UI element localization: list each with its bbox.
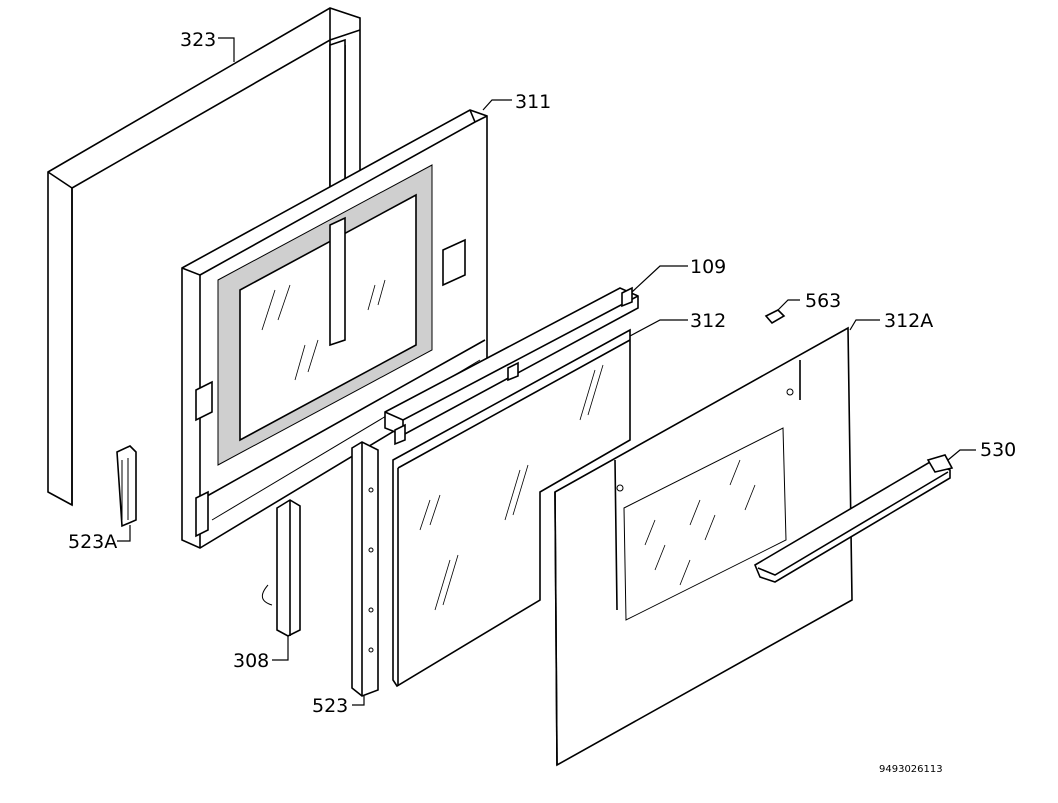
- label-563: 563: [805, 290, 841, 312]
- part-523-side-strip: [351, 441, 379, 697]
- part-109-rail: [384, 286, 639, 446]
- label-323: 323: [180, 29, 216, 51]
- label-530: 530: [980, 439, 1016, 461]
- label-312: 312: [690, 310, 726, 332]
- part-312A-outer-glass: [554, 326, 853, 767]
- part-530-handle: [753, 454, 954, 583]
- label-312A: 312A: [884, 310, 933, 332]
- part-312-inner-glass: [392, 328, 631, 688]
- label-523: 523: [312, 695, 348, 717]
- label-308: 308: [233, 650, 269, 672]
- label-311: 311: [515, 91, 551, 113]
- part-308-hinge: [261, 499, 301, 637]
- part-523A-clip: [116, 445, 137, 528]
- drawing-number: 9493026113: [879, 764, 943, 775]
- label-109: 109: [690, 256, 726, 278]
- label-523A: 523A: [68, 531, 117, 553]
- part-311-inner-door: [181, 109, 488, 549]
- part-563-screw: [764, 309, 786, 325]
- leader-lines: [117, 37, 976, 706]
